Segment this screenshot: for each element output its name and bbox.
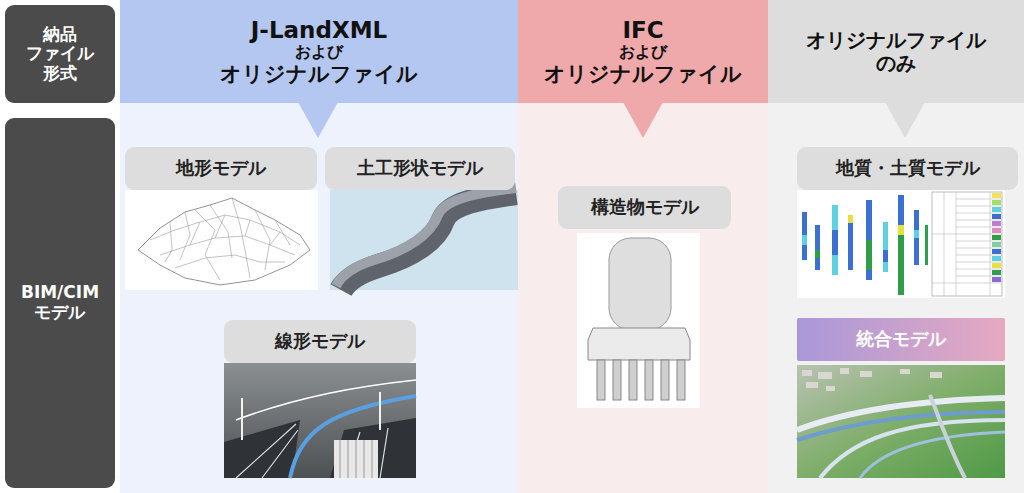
row-header: 納品 ファイル 形式 (5, 5, 115, 103)
model-tag: 統合モデル (797, 318, 1005, 361)
node-label: 地形モデル (176, 158, 266, 179)
node-label: 統合モデル (856, 329, 946, 350)
node-label: オリジナルファイル のみ (768, 0, 1024, 103)
row-header: BIM/CIM モデル (5, 118, 115, 488)
node-label: 線形モデル (275, 331, 365, 352)
format-column: IFC および オリジナルファイル構造物モデル (518, 0, 768, 493)
format-column: オリジナルファイル のみ地質・土質モデル統合モデル (768, 0, 1024, 493)
model-tag: 地形モデル (125, 147, 317, 190)
format-column: J-LandXML および オリジナルファイル地形モデル 土工形状モデル線形モデル (120, 0, 518, 493)
node-label: BIM/CIM モデル (21, 283, 99, 322)
model-tag: 線形モデル (224, 320, 416, 363)
model-tag: 土工形状モデル (325, 147, 515, 190)
node-label: 土工形状モデル (357, 158, 483, 179)
node-label: IFC および オリジナルファイル (518, 0, 768, 103)
node-label: 地質・土質モデル (836, 158, 980, 179)
model-tag: 構造物モデル (558, 186, 731, 229)
node-label: 納品 ファイル 形式 (26, 25, 94, 84)
model-tag: 地質・土質モデル (797, 147, 1018, 190)
node-label: 構造物モデル (591, 197, 699, 218)
node-label: J-LandXML および オリジナルファイル (120, 0, 518, 103)
